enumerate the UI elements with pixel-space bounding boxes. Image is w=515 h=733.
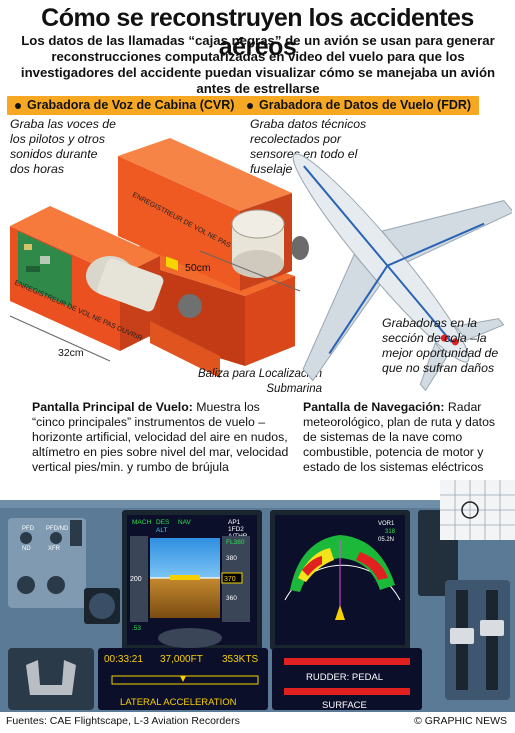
cvr-label: Grabadora de Voz de Cabina (CVR)	[7, 96, 243, 115]
aircraft-symbol-nd	[335, 605, 345, 620]
fdr-label: Grabadora de Datos de Vuelo (FDR)	[239, 96, 480, 115]
fdr-beacon	[231, 209, 309, 278]
pfd-speed: 200	[130, 576, 142, 583]
readout-lateral: LATERAL ACCELERATION	[120, 697, 237, 708]
weather-return	[290, 535, 395, 592]
pfd-screen: MACH DES NAV ALT AP1 1FD2 A/THR 200 FL38…	[122, 510, 262, 650]
credit: © GRAPHIC NEWS	[414, 715, 507, 727]
page-title: Cómo se reconstruyen los accidentes aére…	[41, 4, 474, 61]
dim-line-50	[199, 250, 301, 292]
alt-tape-upper: 380	[226, 555, 237, 562]
rudder-readout-bar: RUDDER: PEDAL SURFACE	[272, 648, 422, 711]
pfd-mode-ap1: AP1	[228, 519, 241, 526]
cvr-dim-depth: 32cm	[58, 347, 84, 359]
pfd-mode-des: DES	[156, 519, 170, 526]
left-control-panel: PFD ND PFD/ND XFR	[8, 518, 86, 608]
pfd-altitude: 370	[224, 576, 236, 583]
panel-label-xfr: XFR	[48, 546, 61, 552]
nd-heading: Pantalla de Navegación:	[303, 400, 445, 414]
nd-text: Radar meteorológico, plan de ruta y dato…	[303, 400, 496, 474]
readout-surface: SURFACE	[322, 700, 367, 711]
nd-course: 318	[385, 529, 396, 535]
speed-tape	[130, 536, 148, 622]
panel-label-pfdnd: PFD/ND	[46, 526, 69, 532]
flight-readout-bar: 00:33:21 37,000FT 353KTS LATERAL ACCELER…	[98, 648, 268, 710]
page-subtitle: Los datos de las llamadas “cajas negras”…	[20, 33, 496, 96]
cockpit-illustration: PFD ND PFD/ND XFR MACH DES NAV ALT AP1 1…	[0, 480, 515, 712]
left-wing	[302, 253, 381, 382]
airplane-illustration	[292, 153, 512, 392]
cvr-dim-width: 50cm	[185, 262, 211, 274]
tail-note: Grabadoras en la sección de cola –la mej…	[382, 316, 499, 375]
compass-rose	[158, 628, 222, 648]
recorders-illustration: ENREGISTREUR DE VOL NE PAS OUVRIR ENREGI…	[9, 138, 309, 378]
pfd-mode-alt: ALT	[156, 527, 167, 534]
cvr-description: Graba las voces de los pilotos y otros s…	[10, 117, 116, 176]
readout-time: 00:33:21	[104, 654, 143, 665]
right-wing	[381, 200, 512, 263]
sources: Fuentes: CAE Flightscape, L-3 Aviation R…	[6, 715, 240, 727]
dim-line-32	[9, 315, 111, 362]
aircraft-symbol	[170, 575, 200, 580]
pfd-mode-mach: MACH	[132, 519, 151, 526]
fdr-description: Graba datos técnicos recolectados por se…	[250, 117, 367, 176]
pfd-text: Muestra los “cinco principales” instrume…	[32, 400, 289, 474]
nd-vor: VOR1	[378, 521, 395, 527]
pfd-mach: .53	[132, 625, 141, 632]
cvr-box: ENREGISTREUR DE VOL NE PAS OUVRIR	[10, 206, 220, 378]
readout-rudder: RUDDER: PEDAL	[306, 672, 383, 683]
pfd-fl: FL380	[226, 539, 245, 546]
pfd-heading: Pantalla Principal de Vuelo:	[32, 400, 193, 414]
readout-speed: 353KTS	[222, 654, 258, 665]
beacon-label: Baliza para Localización Submarina	[197, 368, 322, 395]
alt-tape-lower: 360	[226, 595, 237, 602]
panel-label-nd: ND	[22, 546, 31, 552]
nd-screen: VOR1 318 05.2N	[270, 510, 410, 650]
nd-description: Pantalla de Navegación: Radar meteorológ…	[303, 400, 508, 475]
nd-dist: 05.2N	[378, 537, 394, 543]
control-yoke	[8, 648, 94, 710]
panel-label-pfd: PFD	[22, 526, 35, 532]
pfd-description: Pantalla Principal de Vuelo: Muestra los…	[32, 400, 294, 475]
readout-altitude: 37,000FT	[160, 654, 203, 665]
recorder-dot	[451, 338, 459, 346]
recorder-dot	[440, 334, 448, 342]
cvr-beacon	[86, 256, 202, 318]
pfd-mode-fd: 1FD2	[228, 526, 244, 533]
pfd-mode-nav: NAV	[178, 519, 192, 526]
